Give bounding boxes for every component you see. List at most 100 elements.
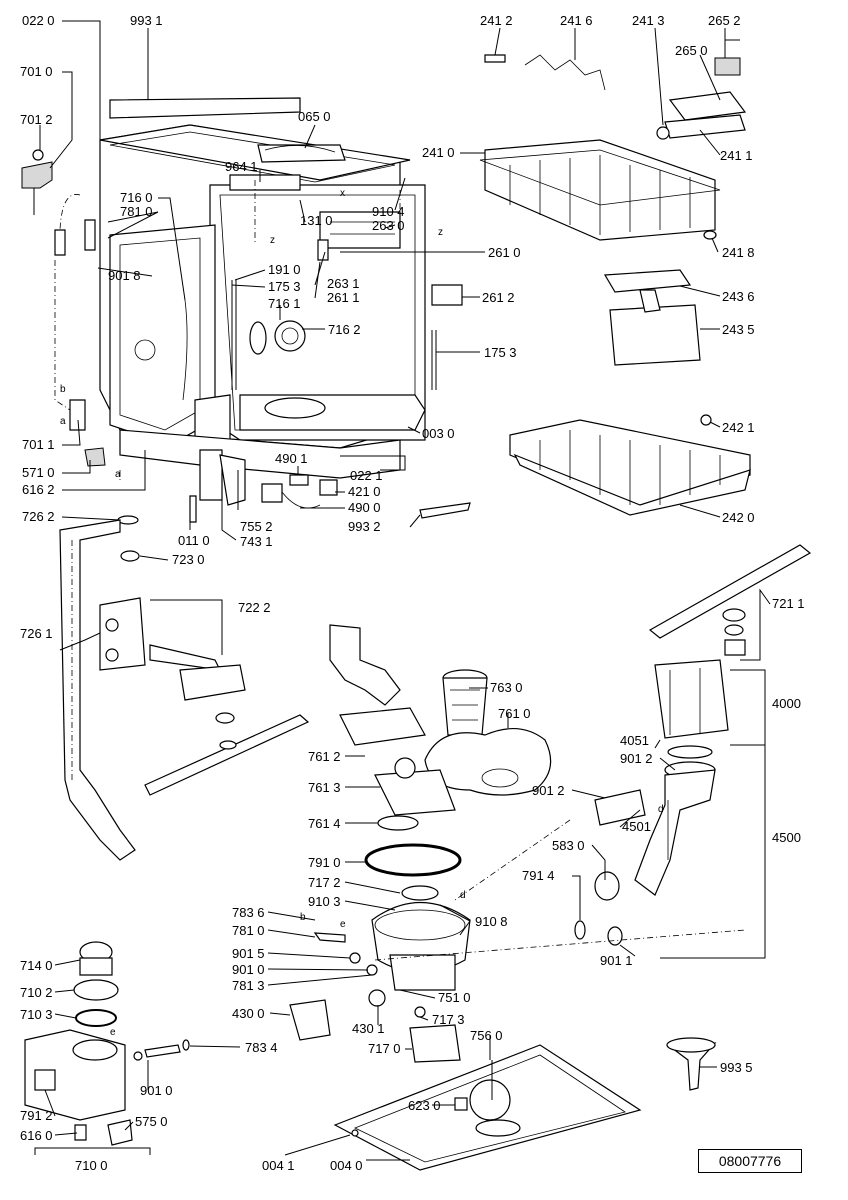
heater-hose-assembly bbox=[374, 659, 746, 961]
label-011-0: 011 0 bbox=[178, 533, 210, 548]
label-263-0: 263 0 bbox=[372, 218, 405, 233]
label-717-3: 717 3 bbox=[432, 1012, 465, 1027]
leader-lines bbox=[34, 20, 771, 1161]
label-716-2: 716 2 bbox=[328, 322, 361, 337]
label-571-0: 571 0 bbox=[22, 465, 55, 480]
label-701-2: 701 2 bbox=[20, 112, 53, 127]
label-242-0: 242 0 bbox=[722, 510, 755, 525]
label-901-0: 901 0 bbox=[232, 962, 265, 977]
part-labels: 022 0 993 1 701 0 701 2 065 0 964 1 716 … bbox=[20, 13, 805, 1173]
letter-b-2: b bbox=[300, 912, 306, 923]
letter-e-2: e bbox=[110, 1027, 116, 1038]
label-4051: 4051 bbox=[620, 733, 649, 748]
label-791-2: 791 2 bbox=[20, 1108, 53, 1123]
label-901-2-a: 901 2 bbox=[620, 751, 653, 766]
label-722-2: 722 2 bbox=[238, 600, 271, 615]
label-003-0: 003 0 bbox=[422, 426, 455, 441]
label-901-8: 901 8 bbox=[108, 268, 141, 283]
label-004-1: 004 1 bbox=[262, 1158, 295, 1173]
label-726-2: 726 2 bbox=[22, 509, 55, 524]
label-901-5: 901 5 bbox=[232, 946, 265, 961]
label-241-1: 241 1 bbox=[720, 148, 753, 163]
label-575-0: 575 0 bbox=[135, 1114, 168, 1129]
label-791-0: 791 0 bbox=[308, 855, 341, 870]
letter-z: z bbox=[270, 235, 275, 246]
label-241-0: 241 0 bbox=[422, 145, 455, 160]
label-022-0: 022 0 bbox=[22, 13, 55, 28]
label-131-0: 131 0 bbox=[300, 213, 333, 228]
label-781-0-b: 781 0 bbox=[232, 923, 265, 938]
label-721-1: 721 1 bbox=[772, 596, 805, 611]
label-4501: 4501 bbox=[622, 819, 651, 834]
label-241-8: 241 8 bbox=[722, 245, 755, 260]
label-022-1: 022 1 bbox=[350, 468, 383, 483]
label-761-0: 761 0 bbox=[498, 706, 531, 721]
label-710-2: 710 2 bbox=[20, 985, 53, 1000]
label-241-2: 241 2 bbox=[480, 13, 513, 28]
letter-a-2: a bbox=[115, 469, 121, 480]
document-number: 08007776 bbox=[698, 1149, 802, 1173]
label-910-4: 910 4 bbox=[372, 204, 405, 219]
label-781-0: 781 0 bbox=[120, 204, 153, 219]
label-421-0: 421 0 bbox=[348, 484, 381, 499]
label-716-0: 716 0 bbox=[120, 190, 153, 205]
label-717-2: 717 2 bbox=[308, 875, 341, 890]
label-261-2: 261 2 bbox=[482, 290, 515, 305]
label-175-3-a: 175 3 bbox=[268, 279, 301, 294]
label-583-0: 583 0 bbox=[552, 838, 585, 853]
label-714-0: 714 0 bbox=[20, 958, 53, 973]
label-783-6: 783 6 bbox=[232, 905, 265, 920]
label-910-8: 910 8 bbox=[475, 914, 508, 929]
label-761-2: 761 2 bbox=[308, 749, 341, 764]
label-430-0: 430 0 bbox=[232, 1006, 265, 1021]
label-701-1: 701 1 bbox=[22, 437, 55, 452]
label-910-3: 910 3 bbox=[308, 894, 341, 909]
letter-x: x bbox=[340, 188, 345, 199]
label-993-1: 993 1 bbox=[130, 13, 163, 28]
letter-a: a bbox=[60, 416, 66, 427]
label-243-5: 243 5 bbox=[722, 322, 755, 337]
label-243-6: 243 6 bbox=[722, 289, 755, 304]
cabinet-tub bbox=[99, 97, 463, 501]
label-710-0: 710 0 bbox=[75, 1158, 108, 1173]
label-004-0: 004 0 bbox=[330, 1158, 363, 1173]
label-993-5: 993 5 bbox=[720, 1060, 753, 1075]
softener-base-assembly bbox=[24, 941, 717, 1171]
label-781-3: 781 3 bbox=[232, 978, 265, 993]
label-242-1: 242 1 bbox=[722, 420, 755, 435]
left-hardware bbox=[21, 149, 471, 562]
label-993-2: 993 2 bbox=[348, 519, 381, 534]
label-723-0: 723 0 bbox=[172, 552, 205, 567]
label-616-0: 616 0 bbox=[20, 1128, 53, 1143]
label-623-0: 623 0 bbox=[408, 1098, 441, 1113]
label-191-0: 191 0 bbox=[268, 262, 301, 277]
label-175-3-b: 175 3 bbox=[484, 345, 517, 360]
label-761-4: 761 4 bbox=[308, 816, 341, 831]
label-761-3: 761 3 bbox=[308, 780, 341, 795]
label-751-0: 751 0 bbox=[438, 990, 471, 1005]
label-065-0: 065 0 bbox=[298, 109, 331, 124]
letter-z-2: z bbox=[438, 227, 443, 238]
label-756-0: 756 0 bbox=[470, 1028, 503, 1043]
label-763-0: 763 0 bbox=[490, 680, 523, 695]
label-616-2: 616 2 bbox=[22, 482, 55, 497]
label-901-2-b: 901 2 bbox=[532, 783, 565, 798]
label-490-0: 490 0 bbox=[348, 500, 381, 515]
label-263-1: 263 1 bbox=[327, 276, 360, 291]
label-755-2: 755 2 bbox=[240, 519, 273, 534]
label-901-0-b: 901 0 bbox=[140, 1083, 173, 1098]
label-4000: 4000 bbox=[772, 696, 801, 711]
label-261-1: 261 1 bbox=[327, 290, 360, 305]
label-726-1: 726 1 bbox=[20, 626, 53, 641]
label-783-4: 783 4 bbox=[245, 1040, 278, 1055]
label-964-1: 964 1 bbox=[225, 159, 258, 174]
upper-basket bbox=[479, 54, 747, 366]
label-4500: 4500 bbox=[772, 830, 801, 845]
spray-arm-assembly bbox=[59, 519, 812, 861]
letter-e: e bbox=[340, 919, 346, 930]
letter-d-2: d bbox=[658, 804, 664, 815]
label-717-0: 717 0 bbox=[368, 1041, 401, 1056]
label-901-1: 901 1 bbox=[600, 953, 633, 968]
label-701-0: 701 0 bbox=[20, 64, 53, 79]
